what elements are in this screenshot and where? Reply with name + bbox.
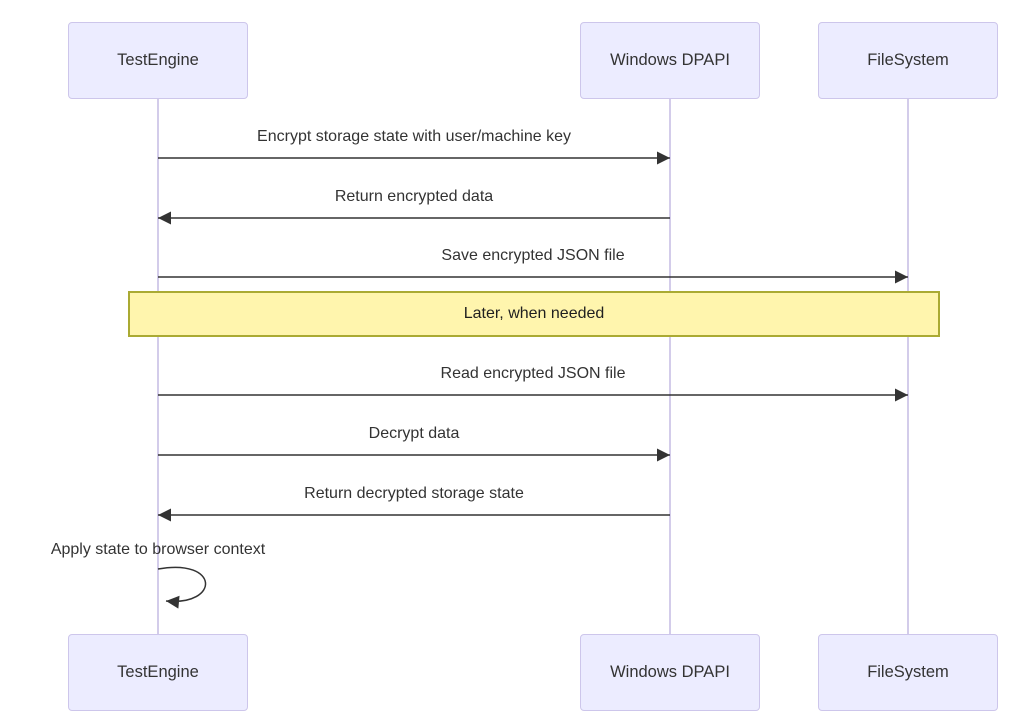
actor-label: TestEngine (117, 51, 199, 69)
note-label: Later, when needed (463, 305, 605, 322)
message-label-read-json: Read encrypted JSON file (440, 365, 626, 382)
actor-bottom-filesystem: FileSystem (818, 634, 998, 711)
message-label-return-decrypted: Return decrypted storage state (304, 485, 524, 502)
message-label-encrypt: Encrypt storage state with user/machine … (257, 128, 571, 145)
message-arrow-self-loop (157, 566, 207, 609)
message-label-decrypt: Decrypt data (368, 425, 460, 442)
actor-top-filesystem: FileSystem (818, 22, 998, 99)
actor-label: TestEngine (117, 663, 199, 681)
message-label-save-json: Save encrypted JSON file (441, 247, 625, 264)
actor-bottom-windows-dpapi: Windows DPAPI (580, 634, 760, 711)
message-label-apply-state: Apply state to browser context (50, 541, 266, 558)
actor-label: Windows DPAPI (610, 51, 730, 69)
actor-label: FileSystem (867, 51, 949, 69)
actor-label: Windows DPAPI (610, 663, 730, 681)
actor-label: FileSystem (867, 663, 949, 681)
actor-top-testengine: TestEngine (68, 22, 248, 99)
actor-top-windows-dpapi: Windows DPAPI (580, 22, 760, 99)
message-label-return-encrypted: Return encrypted data (334, 188, 494, 205)
note-band: Later, when needed (128, 291, 940, 337)
actor-bottom-testengine: TestEngine (68, 634, 248, 711)
